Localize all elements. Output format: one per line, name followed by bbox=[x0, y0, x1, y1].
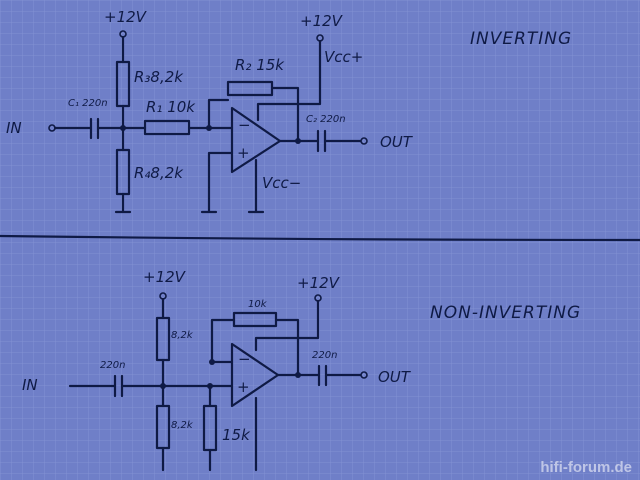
inv-output-label: OUT bbox=[380, 133, 414, 151]
inv-supply-top-label: +12V bbox=[104, 8, 148, 26]
inv-input-label: IN bbox=[6, 119, 22, 137]
noninv-r-top-label: 8,2k bbox=[171, 330, 194, 341]
inv-supply-right-label: +12V bbox=[300, 12, 344, 30]
noninv-output-terminal bbox=[360, 371, 368, 379]
inv-opamp-minus: − bbox=[238, 116, 251, 134]
watermark: hifi-forum.de bbox=[540, 459, 632, 476]
noninv-c-out-label: 220n bbox=[312, 350, 337, 361]
inv-r4-label: R₄8,2k bbox=[134, 164, 184, 182]
inv-c2-label: C₂ 220n bbox=[306, 114, 346, 125]
noninv-r-bottom-label: 8,2k bbox=[171, 420, 194, 431]
noninv-input-label: IN bbox=[22, 376, 38, 394]
inverting-circuit: INVERTING +12V R₃8,2k R₄8,2k IN C₁ 220n … bbox=[6, 8, 572, 214]
inv-c1-label: C₁ 220n bbox=[68, 98, 108, 109]
noninv-supply-top-label: +12V bbox=[143, 268, 187, 286]
noninv-c-in-label: 220n bbox=[100, 360, 125, 371]
inv-opamp bbox=[230, 106, 282, 174]
noninv-r-fb-label: 10k bbox=[248, 299, 268, 310]
inv-vcc-minus-label: Vcc− bbox=[262, 174, 301, 192]
inv-vcc-plus-label: Vcc+ bbox=[324, 48, 363, 66]
inv-r1-label: R₁ 10k bbox=[146, 98, 196, 116]
non-inverting-title: NON-INVERTING bbox=[430, 303, 581, 323]
inv-opamp-plus: + bbox=[237, 144, 250, 162]
inv-r2-label: R₂ 15k bbox=[235, 56, 285, 74]
noninv-supply-right-label: +12V bbox=[297, 274, 341, 292]
inverting-title: INVERTING bbox=[470, 29, 572, 49]
noninv-opamp-minus: − bbox=[238, 350, 251, 368]
inv-output-terminal bbox=[360, 137, 368, 145]
inv-r3-label: R₃8,2k bbox=[134, 68, 184, 86]
noninv-opamp bbox=[230, 342, 280, 408]
section-divider bbox=[0, 234, 640, 242]
non-inverting-circuit: NON-INVERTING +12V 8,2k 8,2k IN 220n 15k… bbox=[22, 268, 581, 472]
noninv-opamp-plus: + bbox=[237, 378, 250, 396]
noninv-output-label: OUT bbox=[378, 368, 412, 386]
noninv-r-gnd-label: 15k bbox=[222, 426, 251, 444]
